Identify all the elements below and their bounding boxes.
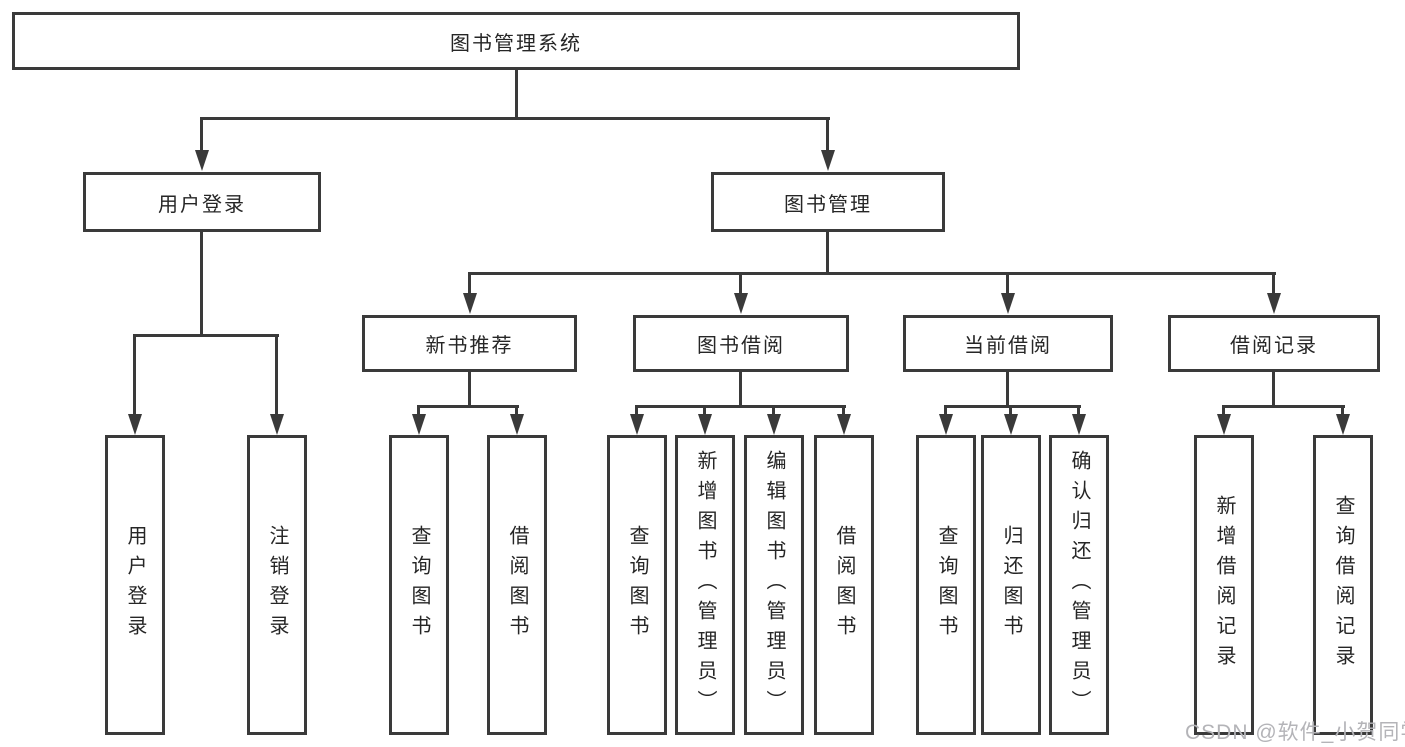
node-leaf-query-books-2: 查询图书	[607, 435, 667, 735]
connector-book-borrowing-horizontal	[635, 405, 846, 408]
arrowhead-leaf-logout	[270, 414, 284, 435]
arrowhead-leaf-query-books-3	[939, 414, 953, 435]
node-leaf-add-books-admin: 新增图书（管理员）	[675, 435, 735, 735]
connector-level3-drop	[739, 272, 742, 295]
node-leaf-user-login: 用户登录	[105, 435, 165, 735]
connector-leaf-drop	[275, 334, 278, 416]
leaf-label: 查询图书	[408, 525, 430, 645]
leaf-label: 确认归还（管理员）	[1068, 450, 1090, 720]
arrowhead-leaf-user-login	[128, 414, 142, 435]
connector-leaf-drop	[1341, 405, 1344, 417]
connector-book-borrowing-stem	[739, 372, 742, 408]
node-leaf-add-borrow-record: 新增借阅记录	[1194, 435, 1254, 735]
node-borrow-records: 借阅记录	[1168, 315, 1380, 372]
connector-user-login-stem	[200, 232, 203, 337]
leaf-label: 查询图书	[935, 525, 957, 645]
node-library-management-system: 图书管理系统	[12, 12, 1020, 70]
leaf-label: 编辑图书（管理员）	[763, 450, 785, 720]
node-user-login: 用户登录	[83, 172, 321, 232]
connector-leaf-drop	[133, 334, 136, 416]
node-label: 图书借阅	[697, 335, 785, 357]
node-leaf-query-borrow-record: 查询借阅记录	[1313, 435, 1373, 735]
leaf-label: 查询借阅记录	[1332, 495, 1354, 675]
arrowhead-leaf-return-books	[1004, 414, 1018, 435]
arrowhead-leaf-query-record	[1336, 414, 1350, 435]
connector-level3-drop	[468, 272, 471, 295]
arrowhead-leaf-borrow-books-2	[837, 414, 851, 435]
connector-current-borrowing-stem	[1006, 372, 1009, 408]
node-leaf-confirm-return-admin: 确认归还（管理员）	[1049, 435, 1109, 735]
arrowhead-leaf-query-books-2	[630, 414, 644, 435]
connector-leaf-drop	[515, 405, 518, 417]
arrowhead-leaf-add-record	[1217, 414, 1231, 435]
node-leaf-query-books-1: 查询图书	[389, 435, 449, 735]
connector-leaf-drop	[1077, 405, 1080, 417]
node-label: 当前借阅	[964, 335, 1052, 357]
connector-new-book-horizontal	[417, 405, 519, 408]
connector-book-management-horizontal	[468, 272, 1276, 275]
connector-leaf-drop	[944, 405, 947, 417]
connector-leaf-drop	[842, 405, 845, 417]
leaf-label: 新增图书（管理员）	[694, 450, 716, 720]
node-new-book-recommend: 新书推荐	[362, 315, 577, 372]
connector-user-login-drop	[200, 117, 203, 153]
arrowhead-leaf-query-books-1	[412, 414, 426, 435]
connector-book-management-drop	[826, 117, 829, 153]
connector-leaf-drop	[703, 405, 706, 417]
arrowhead-book-borrowing	[734, 293, 748, 314]
connector-borrow-records-stem	[1272, 372, 1275, 408]
connector-new-book-stem	[468, 372, 471, 408]
arrowhead-borrow-records	[1267, 293, 1281, 314]
leaf-label: 查询图书	[626, 525, 648, 645]
node-leaf-return-books: 归还图书	[981, 435, 1041, 735]
connector-level3-drop	[1006, 272, 1009, 295]
arrowhead-leaf-borrow-books-1	[510, 414, 524, 435]
connector-current-borrowing-horizontal	[944, 405, 1081, 408]
node-current-borrowing: 当前借阅	[903, 315, 1113, 372]
leaf-label: 注销登录	[266, 525, 288, 645]
leaf-label: 归还图书	[1000, 525, 1022, 645]
node-leaf-logout: 注销登录	[247, 435, 307, 735]
arrowhead-new-book-recommend	[463, 293, 477, 314]
node-label: 借阅记录	[1230, 335, 1318, 357]
arrowhead-user-login	[195, 150, 209, 171]
connector-root-horizontal	[200, 117, 830, 120]
node-leaf-borrow-books-2: 借阅图书	[814, 435, 874, 735]
connector-user-login-horizontal	[133, 334, 279, 337]
arrowhead-leaf-confirm-return	[1072, 414, 1086, 435]
node-label: 图书管理	[784, 193, 872, 216]
node-book-borrowing: 图书借阅	[633, 315, 849, 372]
arrowhead-current-borrowing	[1001, 293, 1015, 314]
arrowhead-leaf-add-books	[698, 414, 712, 435]
connector-level3-drop	[1272, 272, 1275, 295]
node-label: 用户登录	[158, 193, 246, 216]
node-label: 图书管理系统	[450, 32, 582, 55]
watermark-text: CSDN @软件_小贺同学	[1185, 721, 1405, 744]
leaf-label: 用户登录	[124, 525, 146, 645]
node-label: 新书推荐	[425, 335, 514, 357]
connector-borrow-records-horizontal	[1222, 405, 1345, 408]
connector-leaf-drop	[772, 405, 775, 417]
connector-leaf-drop	[1222, 405, 1225, 417]
connector-leaf-drop	[635, 405, 638, 417]
node-book-management: 图书管理	[711, 172, 945, 232]
node-leaf-edit-books-admin: 编辑图书（管理员）	[744, 435, 804, 735]
connector-leaf-drop	[417, 405, 420, 417]
arrowhead-book-management	[821, 150, 835, 171]
leaf-label: 新增借阅记录	[1213, 495, 1235, 675]
connector-leaf-drop	[1009, 405, 1012, 417]
connector-root-stem	[515, 68, 518, 120]
arrowhead-leaf-edit-books	[767, 414, 781, 435]
connector-book-management-stem	[826, 232, 829, 275]
leaf-label: 借阅图书	[833, 525, 855, 645]
leaf-label: 借阅图书	[506, 525, 528, 645]
node-leaf-borrow-books-1: 借阅图书	[487, 435, 547, 735]
node-leaf-query-books-3: 查询图书	[916, 435, 976, 735]
